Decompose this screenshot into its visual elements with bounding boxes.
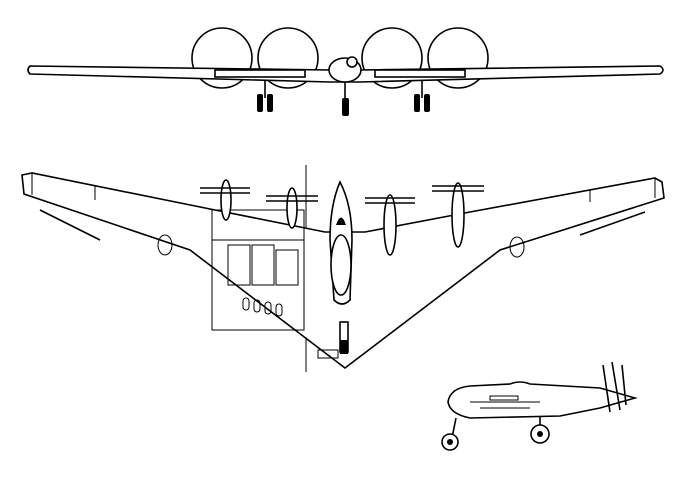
front-view [27, 27, 664, 116]
wing-details [31, 173, 656, 331]
side-view [441, 361, 638, 451]
front-landing-gear [257, 80, 430, 116]
side-fuselage [447, 381, 638, 419]
engine-nacelles [200, 179, 484, 256]
side-wheels [441, 424, 550, 451]
central-fuselage [317, 180, 353, 359]
top-view [21, 165, 665, 372]
front-nacelles [214, 56, 466, 83]
bomb-shapes [242, 297, 283, 317]
